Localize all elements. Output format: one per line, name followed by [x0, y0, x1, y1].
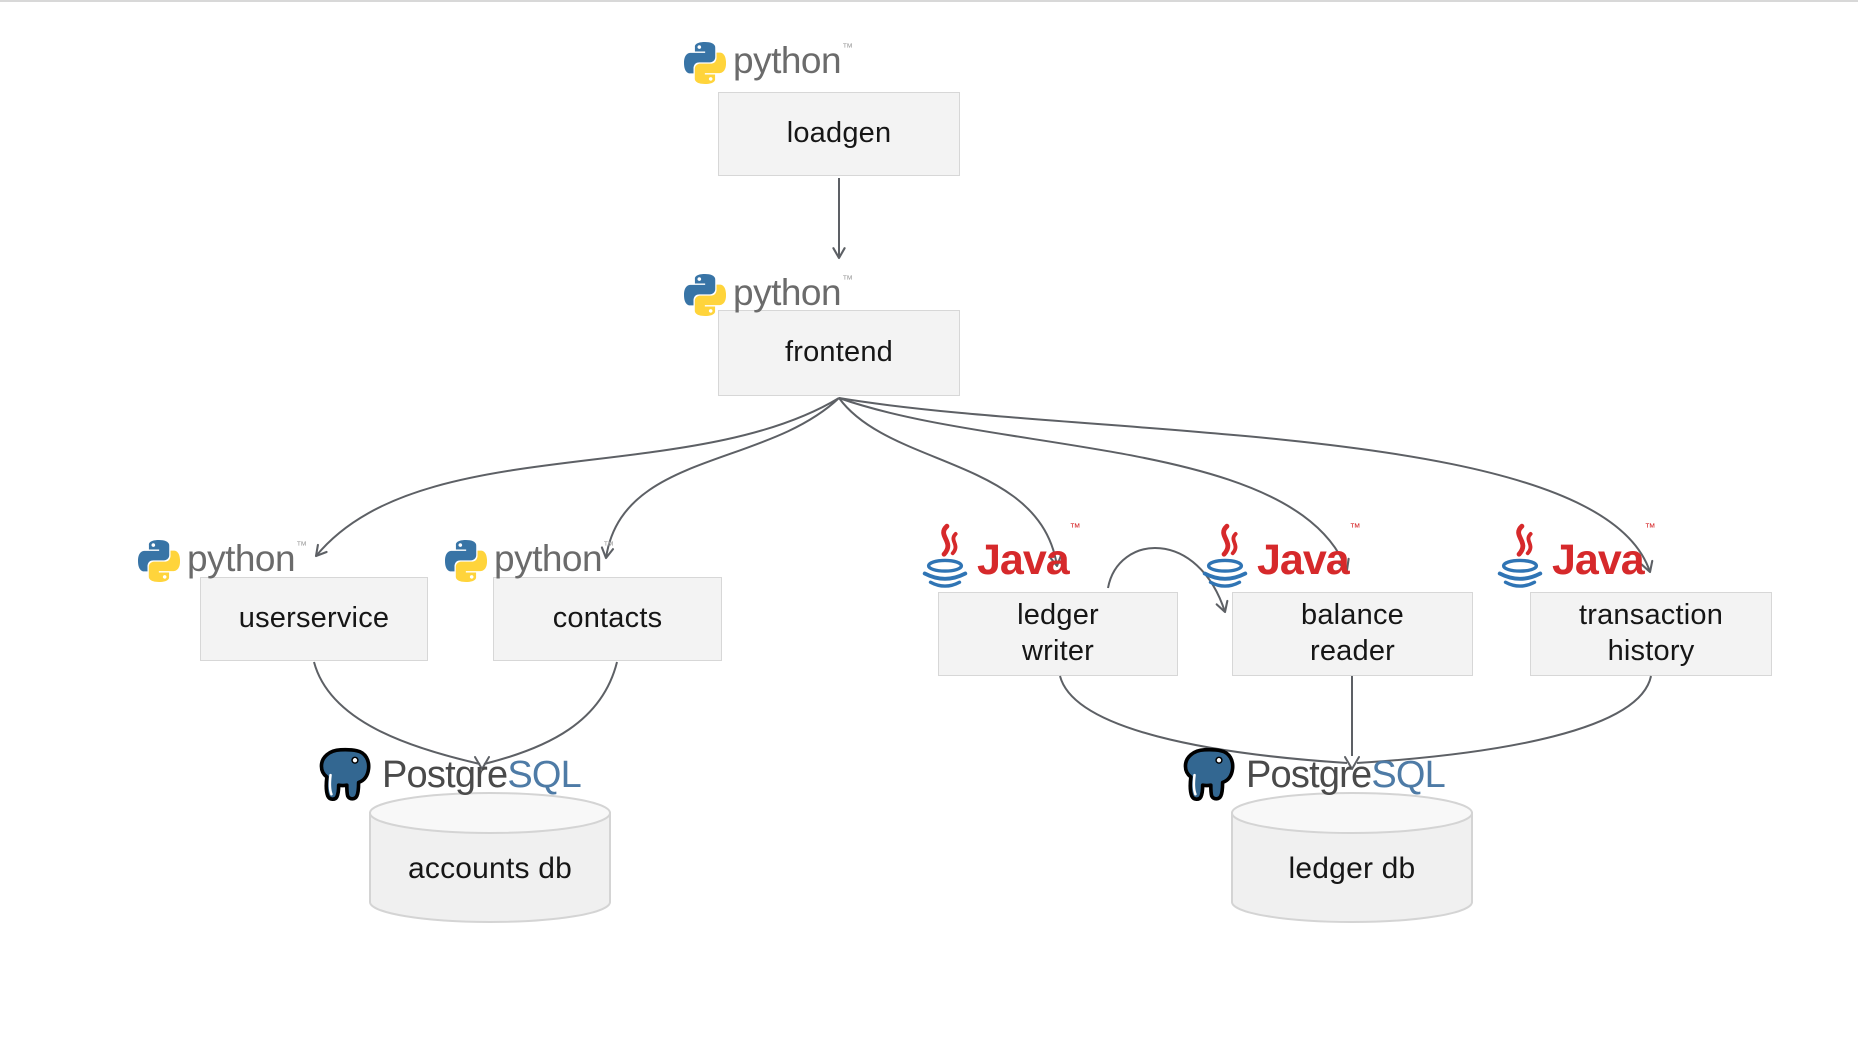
postgresql-icon	[1183, 747, 1235, 802]
postgresql-wordmark-prefix: Postgre	[1246, 754, 1372, 796]
python-trademark: ™	[842, 42, 854, 54]
postgresql-wordmark-prefix: Postgre	[382, 754, 508, 796]
java-icon	[1202, 523, 1248, 588]
logo-java-transaction-history: Java ™	[1492, 522, 1656, 598]
logo-postgresql-ledger: PostgreSQL	[1180, 746, 1446, 808]
logo-python-userservice: python ™	[138, 538, 308, 582]
java-wordmark: Java	[1552, 536, 1645, 584]
postgresql-icon	[319, 747, 371, 802]
node-userservice: userservice	[200, 577, 428, 661]
db-accounts-cylinder	[369, 792, 611, 923]
postgresql-wordmark-suffix: SQL	[507, 754, 581, 796]
postgresql-wordmark: PostgreSQL	[1246, 754, 1446, 797]
logo-postgresql-accounts: PostgreSQL	[316, 746, 582, 808]
python-icon	[445, 540, 487, 582]
java-icon	[922, 523, 968, 588]
logo-python-frontend: python ™	[684, 272, 854, 316]
python-trademark: ™	[842, 274, 854, 286]
node-frontend: frontend	[718, 310, 960, 396]
python-icon	[138, 540, 180, 582]
db-ledger-label: ledger db	[1288, 852, 1416, 885]
logo-python-loadgen: python ™	[684, 40, 854, 84]
python-trademark: ™	[603, 540, 615, 552]
python-icon	[684, 42, 726, 84]
edge-frontend-userservice	[314, 397, 840, 558]
node-loadgen: loadgen	[718, 92, 960, 176]
python-wordmark: python	[187, 538, 296, 579]
java-wordmark: Java	[977, 536, 1070, 584]
window-top-border	[0, 0, 1858, 2]
java-trademark: ™	[1349, 522, 1361, 534]
logo-java-balance-reader: Java ™	[1197, 522, 1361, 598]
postgresql-wordmark: PostgreSQL	[382, 754, 582, 797]
python-trademark: ™	[296, 540, 308, 552]
node-contacts: contacts	[493, 577, 722, 661]
node-ledger-writer: ledger writer	[938, 592, 1178, 676]
postgresql-wordmark-suffix: SQL	[1371, 754, 1445, 796]
node-balance-reader: balance reader	[1232, 592, 1473, 676]
python-wordmark: python	[494, 538, 603, 579]
node-transaction-history: transaction history	[1530, 592, 1772, 676]
python-icon	[684, 274, 726, 316]
java-trademark: ™	[1644, 522, 1656, 534]
logo-python-contacts: python ™	[445, 538, 615, 582]
java-icon	[1497, 523, 1543, 588]
java-wordmark: Java	[1257, 536, 1350, 584]
python-wordmark: python	[733, 272, 842, 313]
db-ledger-cylinder	[1231, 792, 1473, 923]
edge-frontend-contacts	[600, 397, 840, 560]
python-wordmark: python	[733, 40, 842, 81]
db-accounts-label: accounts db	[408, 852, 572, 885]
java-trademark: ™	[1069, 522, 1081, 534]
logo-java-ledger-writer: Java ™	[917, 522, 1081, 598]
